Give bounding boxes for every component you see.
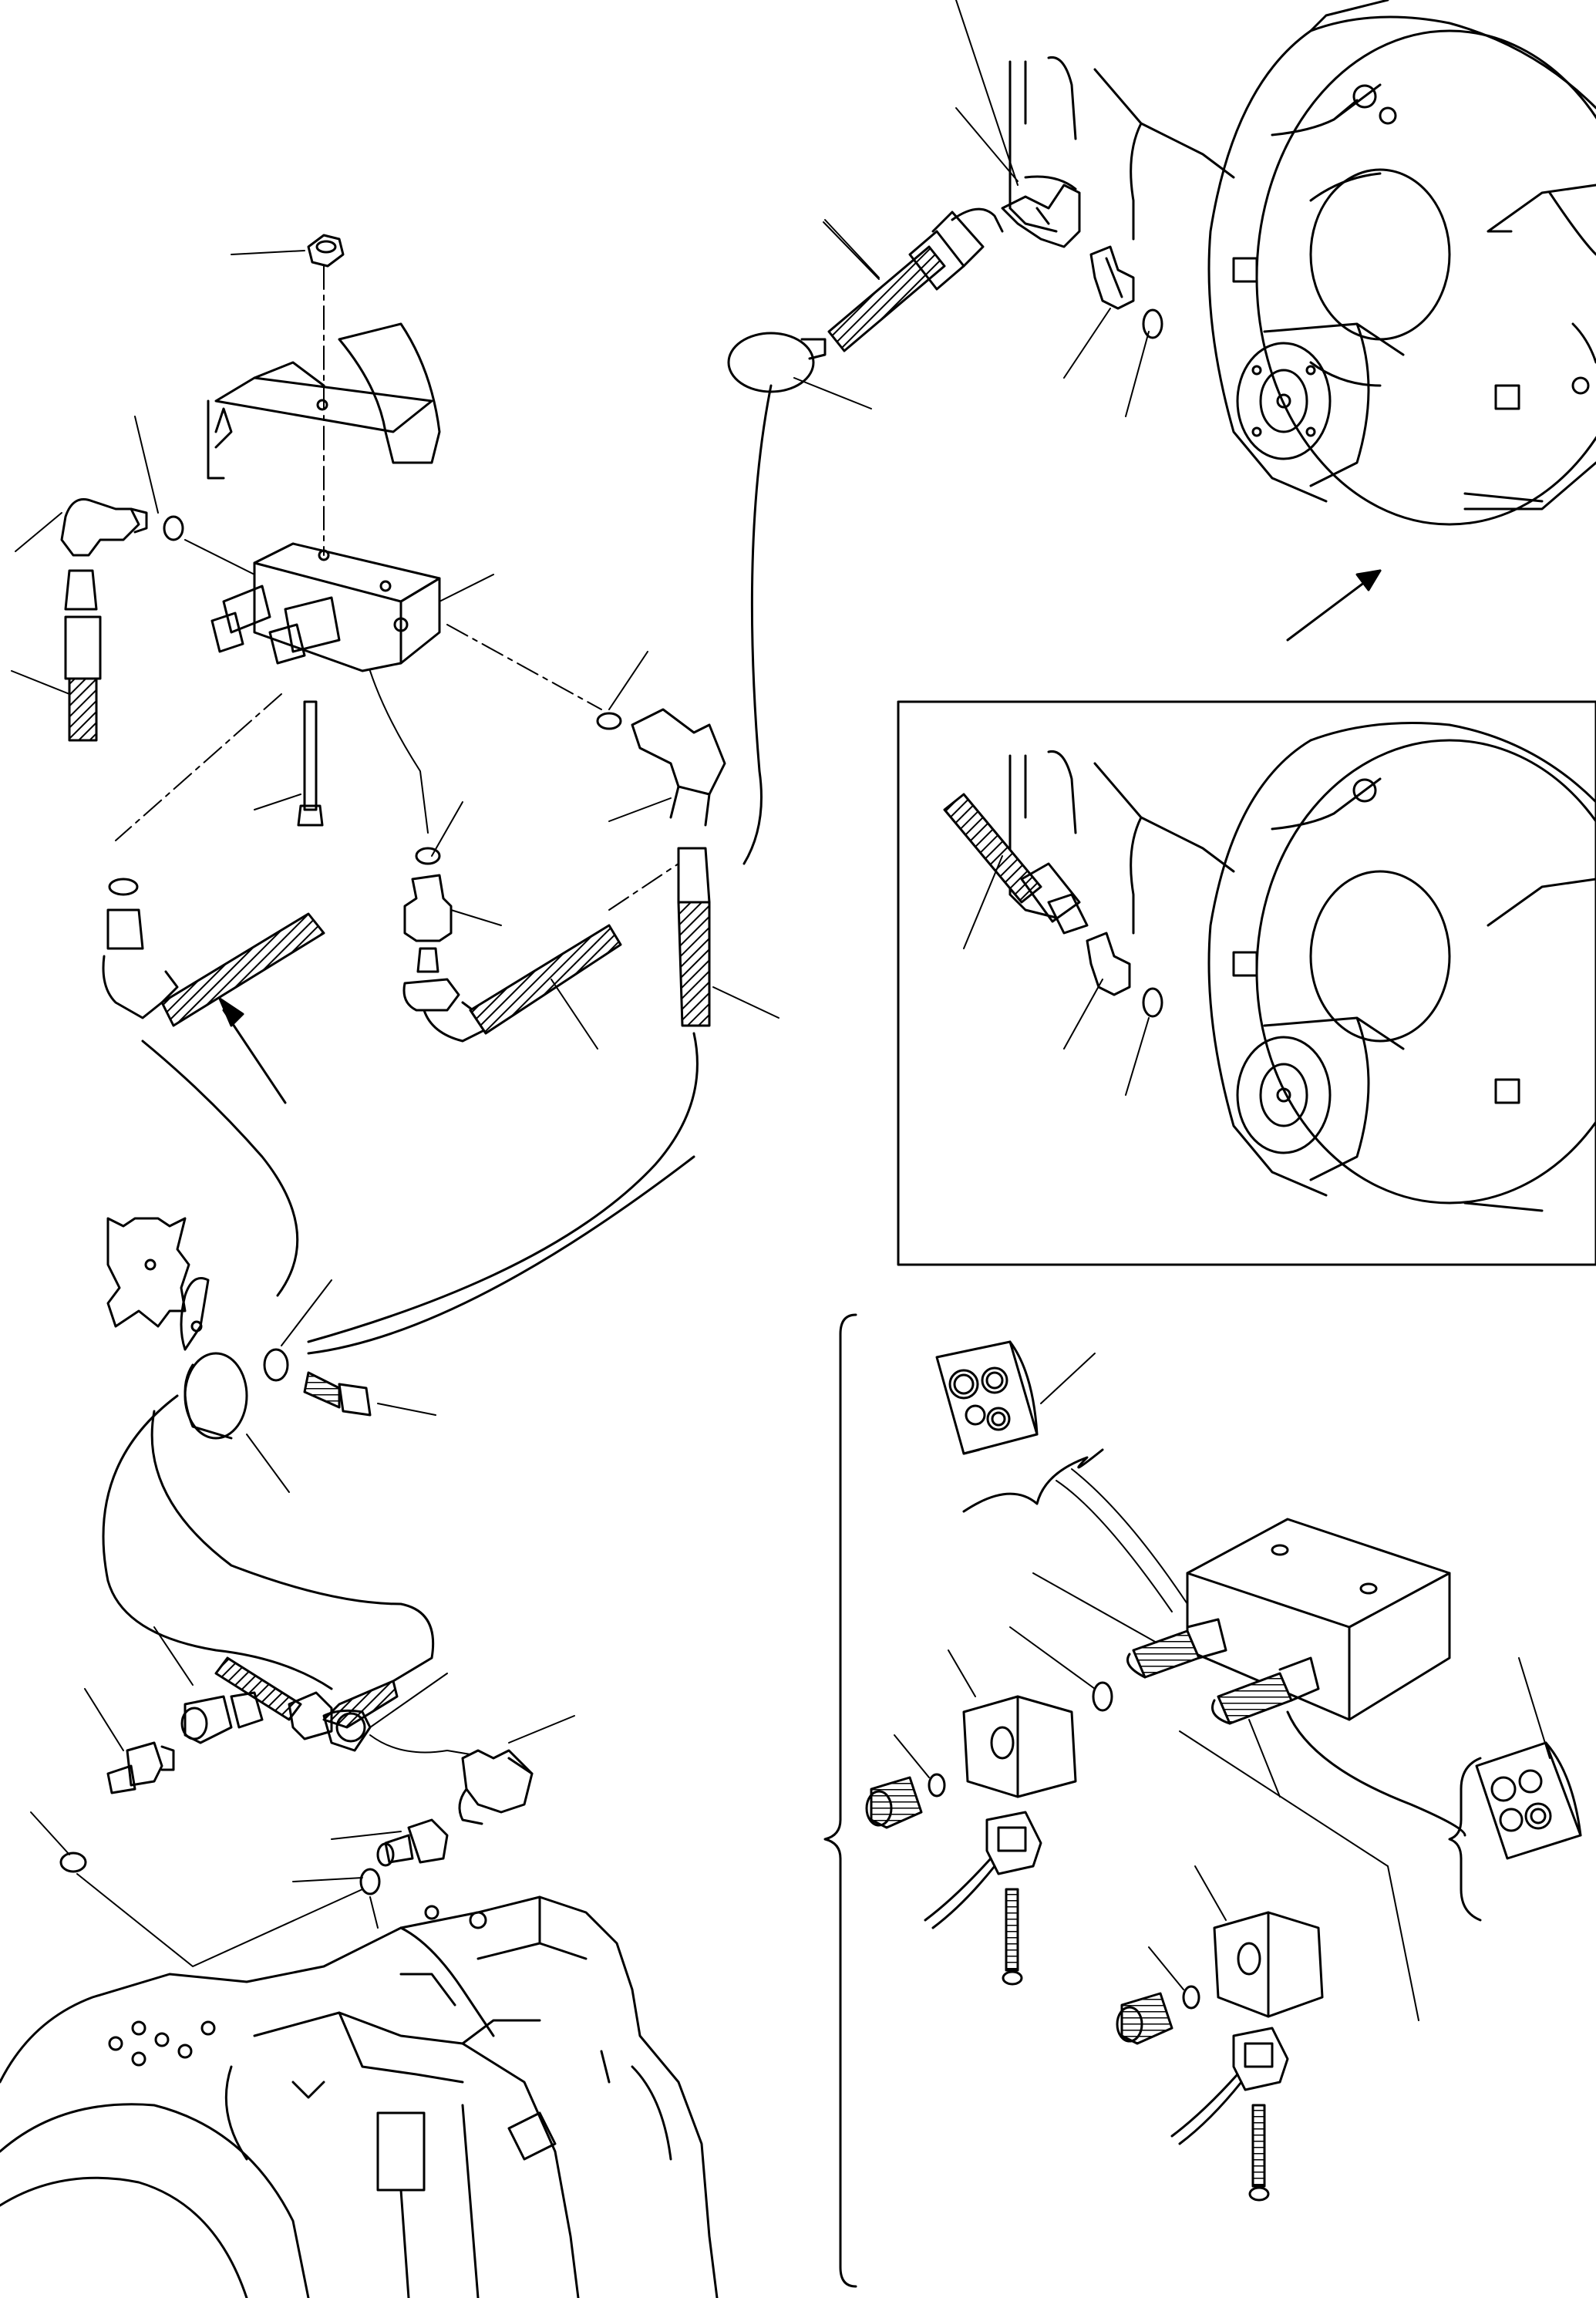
o-ring-solenoid-1	[1092, 1681, 1113, 1712]
elbow-fitting-valve-right	[631, 708, 726, 827]
hose-left-lower	[102, 908, 325, 1027]
o-ring-solenoid-2	[928, 1773, 946, 1798]
leader-lines-inset	[963, 855, 1150, 1096]
gearbox-housing	[0, 1895, 719, 2298]
o-ring-valve-right	[596, 712, 622, 730]
o-ring-top	[1142, 308, 1163, 339]
coil-1	[962, 1695, 1077, 1798]
solenoid-valve-block	[210, 542, 441, 672]
o-ring-left-lower	[108, 878, 139, 896]
mounting-bracket	[207, 322, 441, 480]
hose-gearbox	[214, 1656, 399, 1752]
clamp	[727, 332, 827, 865]
valve-body	[1186, 1518, 1451, 1721]
brace-right	[1448, 1757, 1482, 1922]
bracket-fragment	[106, 1217, 190, 1328]
elbow-fitting-top	[1001, 175, 1081, 248]
hose-under	[402, 924, 622, 1043]
screw-solenoid-2	[1248, 2104, 1270, 2202]
adapter-inset	[1086, 932, 1131, 996]
cartridge-1	[1126, 1618, 1227, 1679]
hose-top	[827, 207, 1004, 352]
leader-lines-top	[793, 0, 1150, 417]
nut-top	[307, 234, 345, 268]
o-ring-gearbox-left	[59, 1852, 87, 1873]
adapter-gearbox-right	[376, 1818, 449, 1867]
detail-inset-transmission	[1008, 722, 1596, 1212]
hose-left	[64, 569, 102, 742]
screw	[303, 1371, 372, 1417]
elbow-fitting-gearbox	[458, 1749, 534, 1825]
hose-valve-right	[677, 847, 711, 1027]
nut-gearbox	[180, 1691, 264, 1744]
hose-clip	[180, 1277, 248, 1440]
cartridge-2	[1211, 1656, 1320, 1725]
hose-inset	[943, 793, 1089, 935]
o-ring-solenoid-3	[1182, 1985, 1200, 2010]
nut-solenoid-2	[1116, 1992, 1173, 2045]
connector-1	[924, 1811, 1042, 1929]
seal-kit-1	[935, 1340, 1039, 1455]
washer	[263, 1348, 289, 1382]
nut-solenoid-1	[865, 1776, 923, 1829]
adapter-gearbox	[106, 1741, 175, 1794]
seal-kit-2	[1475, 1741, 1582, 1860]
adapter-under	[403, 874, 453, 973]
transmission-housing-top	[1008, 0, 1596, 526]
connector-2	[1170, 2027, 1289, 2145]
o-ring-under	[415, 847, 441, 865]
o-ring-inset	[1142, 987, 1163, 1018]
adapter-top	[1089, 245, 1135, 310]
bolt-valve	[254, 700, 324, 827]
screw-solenoid-1	[1002, 1888, 1023, 1986]
o-ring-gearbox-right	[359, 1868, 381, 1895]
detail-inset-frame	[897, 700, 1596, 1266]
elbow-fitting-left	[60, 498, 184, 557]
coil-2	[1213, 1911, 1324, 2018]
group-brace	[823, 1313, 857, 2288]
